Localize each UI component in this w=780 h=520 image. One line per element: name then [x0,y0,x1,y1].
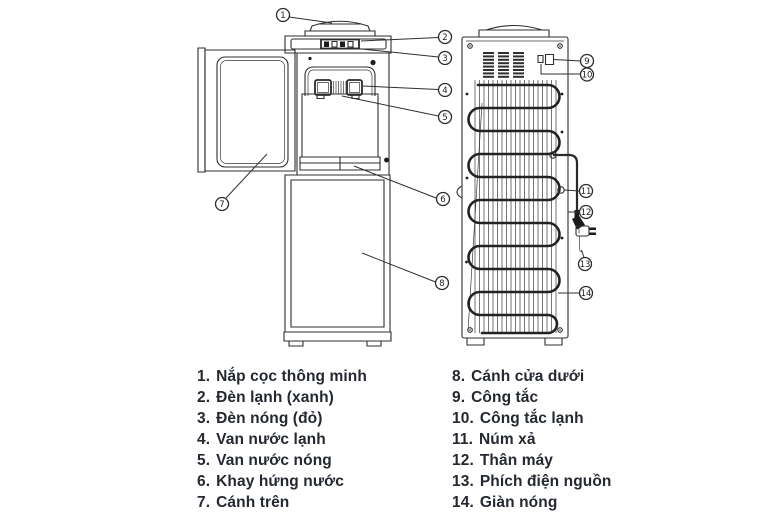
legend-item-10: 10. Công tắc lạnh [452,408,611,429]
svg-text:9: 9 [584,57,589,67]
cold-water-valve [315,80,331,99]
legend-label: Phích điện nguồn [479,473,612,490]
power-switches [538,55,554,65]
legend-label: Thân máy [479,452,554,469]
rear-pipe [550,152,577,213]
legend-label: Van nước lạnh [216,431,326,448]
legend-label: Đèn nóng (đỏ) [216,410,323,427]
leader-lines [226,17,584,293]
faucet-niche [302,67,378,157]
niche-ridges [334,81,347,94]
legend-label: Nắp cọc thông minh [216,368,367,385]
svg-text:13: 13 [580,260,591,270]
svg-text:12: 12 [581,208,592,218]
legend-label: Van nước nóng [216,452,332,469]
callout-3: 3 [439,52,452,65]
svg-text:2: 2 [442,33,447,43]
callout-7: 7 [216,198,229,211]
legend-item-3: 3. Đèn nóng (đỏ) [197,408,367,429]
callouts: 1 2 3 4 5 6 7 8 9 10 11 12 13 14 [216,9,594,300]
callout-6: 6 [437,193,450,206]
legend-item-8: 8. Cánh cửa dưới [452,366,611,387]
front-view [198,21,391,346]
callout-4: 4 [439,84,452,97]
legend-num: 13. [452,473,474,490]
legend-item-5: 5. Van nước nóng [197,450,367,471]
condenser-wires [468,80,556,333]
legend-item-13: 13. Phích điện nguồn [452,471,611,492]
callout-9: 9 [581,55,594,68]
legend-num: 7. [197,494,211,511]
legend-num: 1. [197,368,211,385]
svg-text:6: 6 [440,195,445,205]
legend-num: 8. [452,368,466,385]
smart-cap-front [305,21,375,36]
svg-text:8: 8 [439,279,444,289]
legend-num: 9. [452,389,466,406]
legend-label: Công tắc [471,389,539,406]
legend-num: 6. [197,473,211,490]
svg-text:14: 14 [581,289,592,299]
legend-num: 11. [452,431,473,448]
smart-cap-back [479,26,549,38]
front-base [284,332,391,346]
legend-item-6: 6. Khay hứng nước [197,471,367,492]
svg-text:4: 4 [442,86,447,96]
callout-5: 5 [439,111,452,124]
legend-item-11: 11. Núm xả [452,429,611,450]
drain-knob [558,187,564,193]
legend-item-14: 14. Giàn nóng [452,492,611,513]
legend-item-12: 12. Thân máy [452,450,611,471]
legend-label: Công tắc lạnh [479,410,584,427]
legend-item-1: 1. Nắp cọc thông minh [197,366,367,387]
legend-num: 4. [197,431,211,448]
svg-text:7: 7 [219,200,224,210]
svg-text:1: 1 [280,11,285,21]
callout-13: 13 [579,258,592,271]
legend-num: 14. [452,494,474,511]
legend-label: Cánh trên [216,494,290,511]
hot-water-valve [347,80,362,99]
legend-item-2: 2. Đèn lạnh (xanh) [197,387,367,408]
legend-num: 2. [197,389,211,406]
svg-text:10: 10 [582,71,593,81]
legend-item-4: 4. Van nước lạnh [197,429,367,450]
back-body [457,37,568,338]
diagram-canvas: 1 2 3 4 5 6 7 8 9 10 11 12 13 14 [0,0,596,360]
drip-tray [300,157,380,170]
callout-2: 2 [439,31,452,44]
legend-label: Cánh cửa dưới [471,368,585,385]
legend: 1. Nắp cọc thông minh 2. Đèn lạnh (xanh) 3… [0,364,780,514]
callout-8: 8 [436,277,449,290]
legend-num: 3. [197,410,211,427]
legend-num: 10. [452,410,474,427]
legend-num: 5. [197,452,211,469]
svg-text:5: 5 [442,113,447,123]
back-view [457,26,596,346]
upper-door-open [198,48,295,172]
legend-label: Khay hứng nước [216,473,345,490]
lower-door [285,175,390,332]
callout-12: 12 [580,206,593,219]
power-plug [572,210,596,252]
legend-column-left: 1. Nắp cọc thông minh 2. Đèn lạnh (xanh) 3… [197,366,367,513]
callout-14: 14 [580,287,593,300]
vent-slots [483,52,524,78]
legend-num: 12. [452,452,474,469]
svg-text:11: 11 [581,187,592,197]
condenser-coil [469,85,560,333]
callout-11: 11 [580,185,593,198]
legend-label: Đèn lạnh (xanh) [216,389,334,406]
legend-label: Giàn nóng [479,494,558,511]
legend-column-right: 8. Cánh cửa dưới 9. Công tắc 10. Công tắc l… [452,366,611,513]
legend-item-7: 7. Cánh trên [197,492,367,513]
back-feet [467,338,562,345]
legend-label: Núm xả [479,431,536,448]
callout-10: 10 [581,68,594,81]
callout-1: 1 [277,9,290,22]
legend-item-9: 9. Công tắc [452,387,611,408]
svg-text:3: 3 [442,54,447,64]
